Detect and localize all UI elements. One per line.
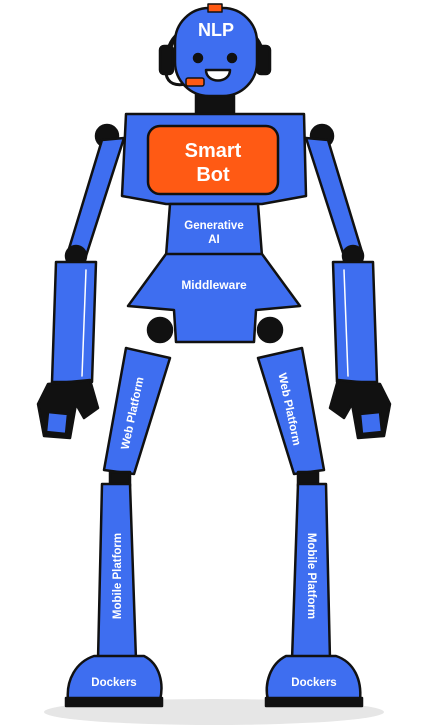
- right-hand-palm: [358, 410, 384, 436]
- left-hip-joint: [146, 316, 174, 344]
- waist-label-line1: Generative: [184, 220, 243, 232]
- right-eye: [226, 52, 238, 64]
- right-hip-joint: [256, 316, 284, 344]
- right-forearm: [331, 260, 379, 384]
- left-hand-palm: [44, 410, 70, 436]
- right-sole: [264, 696, 364, 708]
- right-upper-arm: [304, 136, 364, 258]
- headset-left-earcup: [158, 44, 175, 76]
- chest-label-line2: Bot: [196, 164, 230, 186]
- left-thigh: [102, 346, 172, 476]
- headset-right-earcup: [255, 44, 272, 76]
- left-leg-label: Mobile Platform: [112, 533, 124, 619]
- waist-label-line2: AI: [208, 234, 220, 246]
- mouth: [204, 68, 232, 82]
- left-upper-arm: [66, 136, 126, 258]
- head-antenna-light: [207, 3, 223, 13]
- head-label: NLP: [198, 20, 234, 40]
- mic-tip: [185, 77, 205, 87]
- chest-label-line1: Smart: [185, 140, 242, 162]
- right-forearm-edge: [343, 269, 349, 377]
- left-foot-label: Dockers: [91, 677, 136, 689]
- left-forearm-edge: [81, 269, 87, 377]
- skirt-label: Middleware: [181, 278, 247, 292]
- chest-panel: [146, 124, 280, 196]
- left-eye: [192, 52, 204, 64]
- right-foot-label: Dockers: [291, 677, 336, 689]
- hips: [126, 252, 302, 344]
- left-forearm: [50, 260, 98, 384]
- right-leg-label: Mobile Platform: [305, 533, 317, 619]
- right-thigh: [256, 346, 326, 476]
- left-sole: [64, 696, 164, 708]
